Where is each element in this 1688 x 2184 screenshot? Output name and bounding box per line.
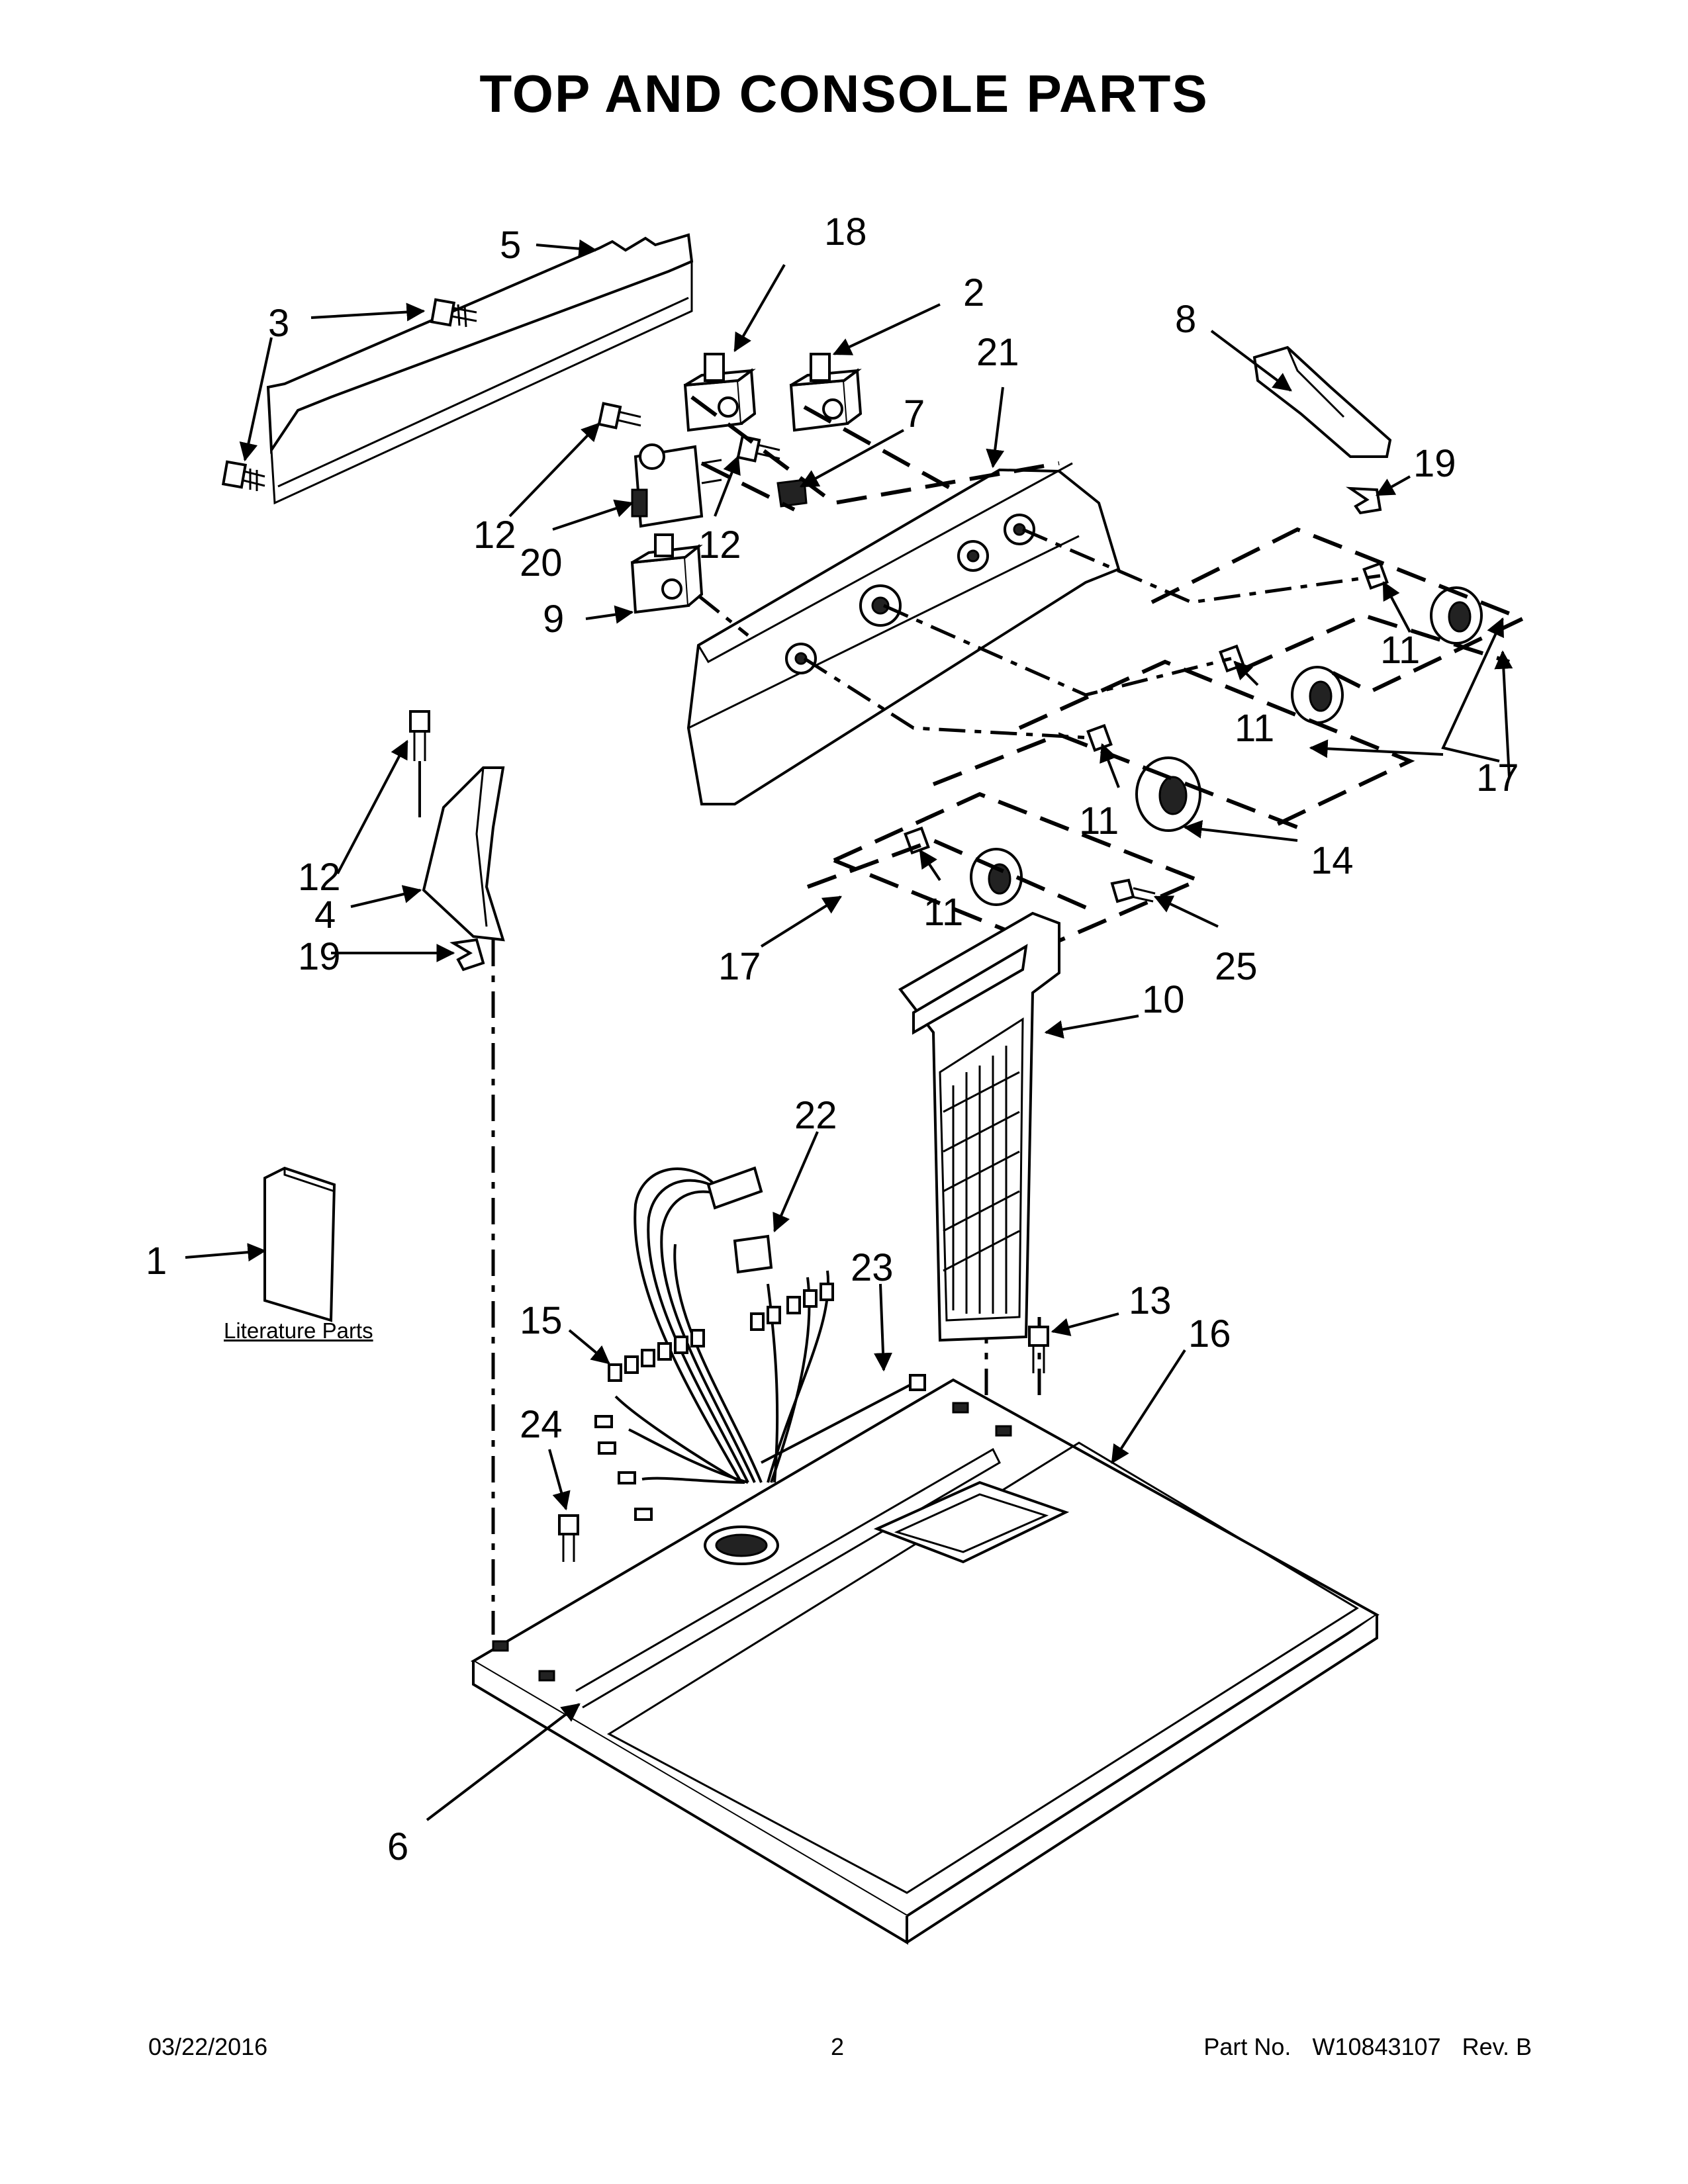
knob-right bbox=[1430, 586, 1483, 645]
callout-18: 18 bbox=[824, 210, 867, 253]
callout-2: 2 bbox=[963, 271, 984, 314]
callout-5: 5 bbox=[500, 224, 521, 267]
knob-part-14 bbox=[1135, 756, 1201, 832]
screw-part-3-upper bbox=[430, 298, 477, 328]
callout-23: 23 bbox=[851, 1246, 894, 1289]
callout-17-left: 17 bbox=[718, 945, 761, 988]
knob-right-middle bbox=[1291, 666, 1344, 724]
footer-page-number: 2 bbox=[831, 2033, 845, 2060]
callout-7: 7 bbox=[904, 392, 925, 435]
footer-date: 03/22/2016 bbox=[148, 2033, 268, 2060]
callout-17-right: 17 bbox=[1476, 756, 1519, 799]
callout-11-right-middle: 11 bbox=[1235, 707, 1274, 750]
timer-part-20 bbox=[631, 443, 722, 528]
page-title: TOP AND CONSOLE PARTS bbox=[479, 64, 1209, 123]
callout-1: 1 bbox=[146, 1240, 167, 1283]
callout-11-left: 11 bbox=[923, 891, 963, 934]
knob-left bbox=[970, 848, 1023, 906]
callout-22: 22 bbox=[794, 1094, 837, 1137]
wire-harness-part-15 bbox=[594, 1166, 834, 1521]
callout-6: 6 bbox=[387, 1825, 408, 1868]
leader-lines bbox=[185, 239, 1513, 1821]
callout-4: 4 bbox=[314, 893, 336, 936]
screw-part-12-left bbox=[597, 402, 641, 430]
literature-part-1 bbox=[263, 1166, 336, 1322]
top-part-6 bbox=[471, 1378, 1380, 1945]
switch-part-2 bbox=[789, 353, 863, 432]
callout-11-middle: 11 bbox=[1079, 799, 1119, 842]
footer-part-number: Part No. W10843107 Rev. B bbox=[1203, 2033, 1532, 2061]
callout-3: 3 bbox=[268, 302, 289, 345]
callout-13: 13 bbox=[1129, 1279, 1172, 1322]
callout-20: 20 bbox=[520, 541, 563, 584]
switch-part-9 bbox=[630, 533, 704, 614]
clip-part-19-left bbox=[449, 938, 485, 972]
callout-8: 8 bbox=[1175, 298, 1196, 341]
clip-part-19-right bbox=[1345, 486, 1382, 515]
terminals bbox=[594, 1283, 834, 1521]
part-number-label: Part No. bbox=[1203, 2033, 1291, 2060]
screw-part-25 bbox=[1110, 878, 1156, 903]
callout-24: 24 bbox=[520, 1403, 563, 1446]
callout-10: 10 bbox=[1142, 978, 1185, 1021]
callout-19-left: 19 bbox=[298, 935, 341, 978]
screw-part-24 bbox=[558, 1514, 579, 1562]
callout-14: 14 bbox=[1311, 839, 1354, 882]
wire-part-23 bbox=[761, 1374, 926, 1464]
callout-12-end-cap: 12 bbox=[298, 856, 341, 899]
end-cap-part-4 bbox=[422, 766, 505, 942]
end-cap-part-8 bbox=[1252, 345, 1392, 458]
callout-12-timer-left: 12 bbox=[473, 514, 516, 557]
connector-part-7 bbox=[776, 478, 808, 508]
callout-15: 15 bbox=[520, 1299, 563, 1342]
callout-11-right: 11 bbox=[1380, 629, 1420, 672]
part-number-value: W10843107 bbox=[1312, 2033, 1441, 2060]
lint-screen-part-10 bbox=[898, 911, 1060, 1342]
switch-part-18 bbox=[683, 353, 757, 432]
callout-12-timer-right: 12 bbox=[698, 523, 741, 567]
callout-19-right: 19 bbox=[1413, 442, 1456, 485]
screw-part-3-lower bbox=[221, 460, 265, 491]
callout-25: 25 bbox=[1215, 945, 1258, 988]
revision-label: Rev. B bbox=[1462, 2033, 1532, 2060]
screw-part-12-upper-left bbox=[409, 710, 430, 817]
rear-panel-part-5 bbox=[266, 233, 694, 505]
literature-parts-label: Literature Parts bbox=[224, 1318, 373, 1343]
screw-part-13 bbox=[1028, 1326, 1049, 1373]
callout-labels: 5 3 18 2 21 7 8 19 12 20 12 9 11 11 17 1… bbox=[146, 210, 1519, 1868]
callout-16: 16 bbox=[1188, 1312, 1231, 1355]
callout-9: 9 bbox=[543, 598, 564, 641]
console-part-21 bbox=[686, 462, 1121, 805]
callout-21: 21 bbox=[976, 331, 1019, 374]
